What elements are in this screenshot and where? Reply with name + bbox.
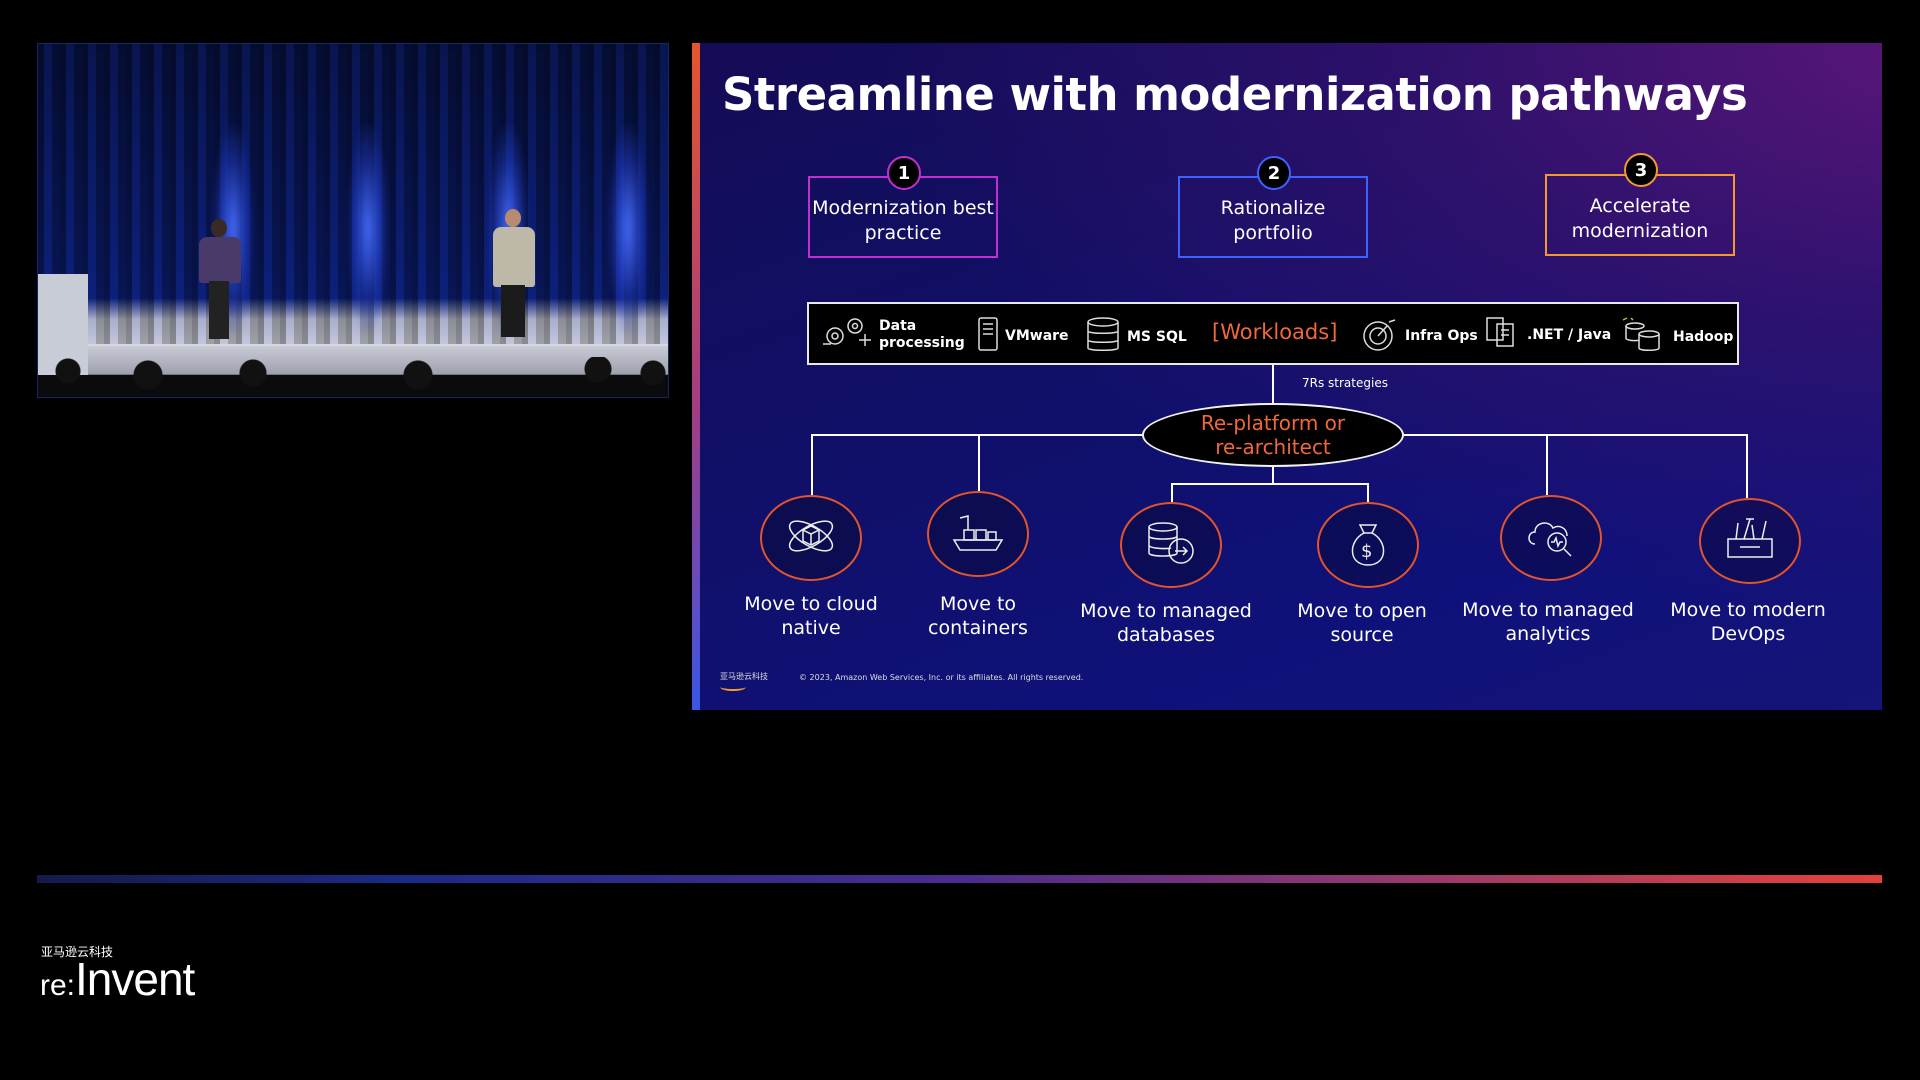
workload-label: Hadoop (1673, 328, 1734, 345)
svg-text:$: $ (1361, 541, 1372, 562)
slide-copyright: © 2023, Amazon Web Services, Inc. or its… (799, 673, 1084, 682)
path-icon-modern-devops (1699, 498, 1801, 584)
brand-cn-text: 亚马逊云科技 (41, 945, 114, 959)
path-icon-managed-analytics (1500, 495, 1602, 581)
strategy-oval: Re-platform or re-architect (1142, 403, 1404, 467)
atom-cube-icon (783, 508, 839, 568)
path-label: Move to managed analytics (1462, 599, 1634, 645)
database-arrow-icon (1143, 515, 1199, 575)
path-label: Move to open source (1297, 600, 1427, 646)
pathway-label: Accelerate modernization (1571, 195, 1709, 242)
pathway-number-2: 2 (1257, 156, 1291, 190)
path-icon-cloud-native (760, 495, 862, 581)
slide-accent-bar (692, 43, 700, 710)
workload-ms-sql: MS SQL (1085, 316, 1187, 358)
path-label: Move to cloud native (744, 593, 878, 639)
workload-label: Infra Ops (1405, 327, 1478, 344)
pathway-number-3: 3 (1624, 153, 1658, 187)
workload-hadoop: Hadoop (1621, 316, 1733, 358)
stage-spotlight (608, 124, 648, 334)
stage-video (37, 43, 669, 398)
slide-title: Streamline with modernization pathways (722, 68, 1748, 121)
pathway-label: Modernization best practice (812, 197, 994, 244)
path-label: Move to managed databases (1080, 600, 1252, 646)
money-bag-icon: $ (1340, 515, 1396, 575)
path-label: Move to modern DevOps (1670, 599, 1826, 645)
brand-re: re: (40, 969, 76, 1002)
documents-icon (1485, 316, 1521, 354)
brand-invent: Invent (75, 953, 195, 1005)
pathway-box-3: Accelerate modernization (1545, 174, 1735, 256)
strategy-connectors (811, 365, 1748, 502)
workload-infra-ops: Infra Ops (1361, 316, 1478, 356)
footer-gradient-bar (37, 875, 1882, 883)
pathway-label: Rationalize portfolio (1220, 197, 1326, 244)
path-icon-containers (927, 491, 1029, 577)
gauge-icon (1361, 316, 1399, 356)
slide-aws-logo: 亚马逊云科技 (720, 672, 768, 681)
reinvent-logo: re:Invent (40, 952, 195, 1006)
strategy-caption: 7Rs strategies (1302, 376, 1388, 390)
pathway-number-1: 1 (887, 156, 921, 190)
toolbox-icon (1722, 511, 1778, 571)
workloads-bar: Data processing VMware MS SQL [Workloads (807, 302, 1739, 365)
database-icon (1085, 316, 1121, 358)
path-icon-open-source: $ (1317, 502, 1419, 588)
pathway-box-2: Rationalize portfolio (1178, 176, 1368, 258)
audience-silhouettes (38, 357, 668, 397)
container-ship-icon (950, 504, 1006, 564)
gears-icon (821, 314, 873, 356)
workload-label: VMware (1005, 327, 1069, 344)
cloud-search-icon (1523, 508, 1579, 568)
workload-dotnet-java: .NET / Java (1485, 316, 1611, 354)
presentation-slide: Streamline with modernization pathways M… (692, 43, 1882, 710)
workload-vmware: VMware (977, 316, 1069, 356)
workload-label: Data processing (879, 318, 965, 351)
stage-spotlight (348, 124, 388, 334)
workloads-center-label: [Workloads] (1212, 320, 1338, 344)
smile-logo-icon (720, 683, 746, 691)
workload-label: MS SQL (1127, 328, 1187, 345)
workload-data-processing: Data processing (821, 314, 965, 356)
strategy-text: Re-platform or re-architect (1200, 411, 1346, 459)
workload-label: .NET / Java (1527, 326, 1612, 343)
databases-icon (1621, 316, 1667, 358)
path-label: Move to containers (928, 593, 1028, 639)
path-icon-managed-databases (1120, 502, 1222, 588)
server-icon (977, 316, 999, 356)
